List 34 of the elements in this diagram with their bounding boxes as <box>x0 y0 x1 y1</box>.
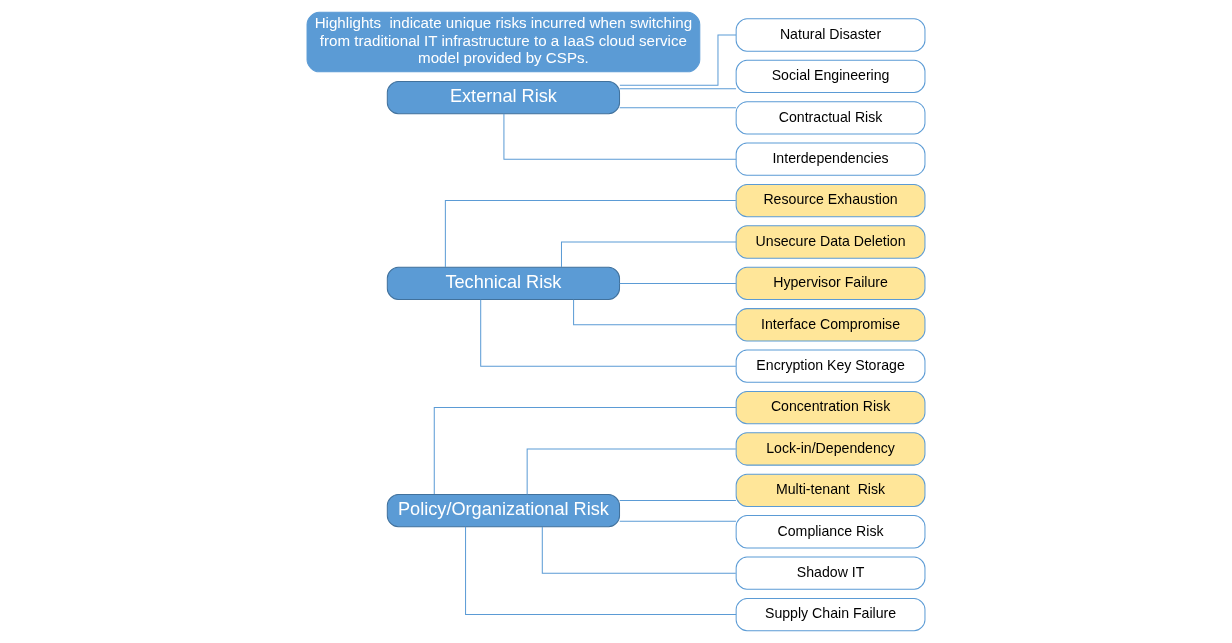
node-box: Compliance Risk <box>735 515 926 549</box>
connector <box>526 448 737 495</box>
node-box: Encryption Key Storage <box>735 349 926 383</box>
connector <box>619 88 737 90</box>
connector <box>433 407 737 495</box>
node-box: Interface Compromise <box>735 308 926 342</box>
node-box: Concentration Risk <box>735 390 926 425</box>
node-box: Technical Risk <box>386 266 621 301</box>
connector <box>465 526 737 616</box>
node-box: Natural Disaster <box>735 18 926 52</box>
node-box: Shadow IT <box>735 556 926 590</box>
connector <box>480 299 737 367</box>
node-box: External Risk <box>386 80 621 115</box>
node-box: Supply Chain Failure <box>735 597 926 632</box>
node-box: Multi-tenant Risk <box>735 473 926 508</box>
node-box: Lock-in/Dependency <box>735 432 926 466</box>
node-box: Unsecure Data Deletion <box>735 225 926 259</box>
connector <box>619 520 737 522</box>
connector <box>619 499 737 501</box>
node-box: Social Engineering <box>735 59 926 94</box>
connector <box>541 526 737 574</box>
node-box: Interdependencies <box>735 142 926 176</box>
node-box: Policy/Organizational Risk <box>386 493 621 528</box>
connector <box>573 299 737 326</box>
connector <box>619 282 737 284</box>
node-box: Highlights indicate unique risks incurred when switching from traditional IT infrastructure to a IaaS cloud service model provided by CSPs. <box>306 11 701 73</box>
connector <box>560 241 737 268</box>
node-box: Resource Exhaustion <box>735 183 926 218</box>
connector <box>503 113 737 160</box>
connector <box>619 34 737 86</box>
node-box: Contractual Risk <box>735 101 926 135</box>
connector <box>619 107 737 109</box>
connector <box>444 200 737 268</box>
node-box: Hypervisor Failure <box>735 266 926 301</box>
